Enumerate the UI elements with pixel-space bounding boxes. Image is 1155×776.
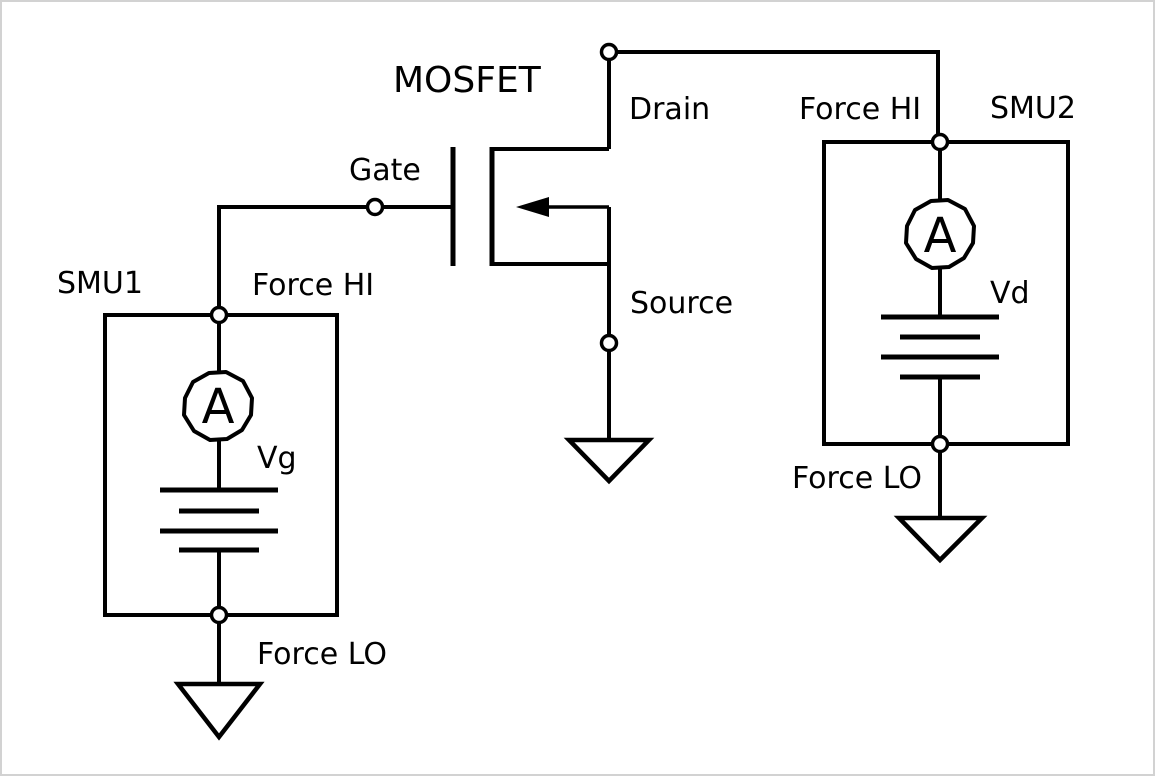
smu1-battery-icon <box>160 487 278 553</box>
ammeter-circle <box>904 198 976 270</box>
smu2-ammeter-icon <box>904 198 976 270</box>
smu1-ammeter-label: A <box>202 379 235 435</box>
ammeter-circle <box>182 370 254 442</box>
smu2-unit <box>822 140 1070 564</box>
node-smu2-force-hi <box>930 132 950 152</box>
node-smu1-force-hi <box>209 305 229 325</box>
source-ground-icon <box>563 437 655 485</box>
smu1-force-lo-label: Force LO <box>257 637 387 672</box>
drain-label: Drain <box>629 92 710 127</box>
smu1-ground-icon <box>173 681 265 741</box>
smu2-force-hi-label: Force HI <box>799 92 921 127</box>
smu1-force-hi-label: Force HI <box>252 268 374 303</box>
source-label: Source <box>630 286 733 321</box>
smu2-ammeter-label: A <box>924 208 957 264</box>
vg-label: Vg <box>257 441 297 476</box>
node-smu2-force-lo <box>930 434 950 454</box>
node-source <box>599 333 619 353</box>
smu1-name-label: SMU1 <box>57 266 143 301</box>
vd-label: Vd <box>990 276 1030 311</box>
wire-drain-to-smu2 <box>609 50 940 142</box>
node-drain <box>599 42 619 62</box>
smu2-box <box>822 140 1070 446</box>
substrate-arrow-icon <box>516 197 549 217</box>
gate-label: Gate <box>349 153 421 188</box>
node-gate <box>365 197 385 217</box>
smu2-ground-icon <box>893 515 988 564</box>
mosfet-symbol <box>450 147 609 266</box>
mosfet-title: MOSFET <box>393 60 542 101</box>
node-smu1-force-lo <box>209 605 229 625</box>
smu1-ammeter-icon <box>182 370 254 442</box>
smu2-force-lo-label: Force LO <box>792 461 922 496</box>
smu2-name-label: SMU2 <box>990 91 1076 126</box>
smu2-battery-icon <box>881 314 999 380</box>
